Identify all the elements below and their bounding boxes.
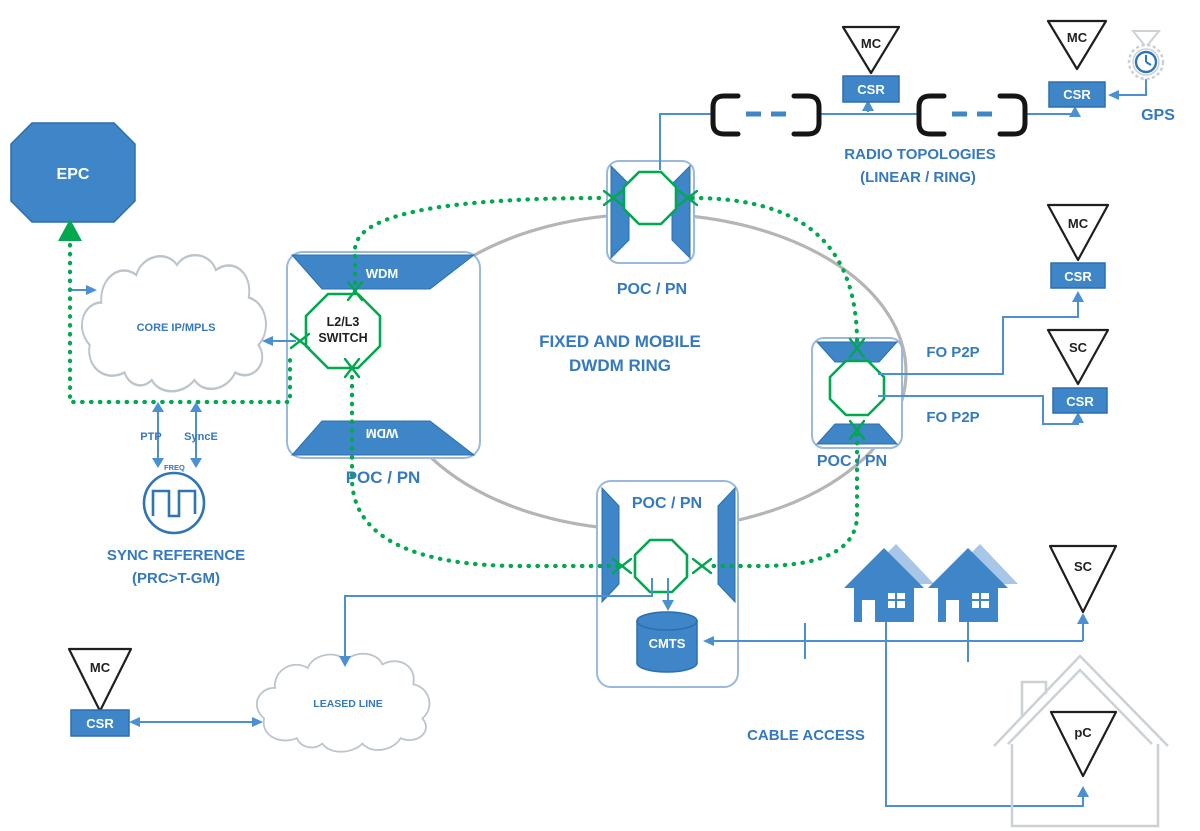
cmts-node [636,611,698,673]
epc-label: EPC [57,166,90,183]
wdm-top-shape [290,254,476,290]
fo-p2p-sc-site [1046,328,1110,414]
freq-label: FREQ [164,463,185,472]
fo-p2p-label-2: FO P2P [926,409,979,426]
green-service-path [58,195,860,569]
square-wave-icon [151,489,197,518]
poc-left-label: POC / PN [346,468,421,487]
wdm-top-label: WDM [366,266,399,281]
wdm-bottom-label: WDM [366,426,399,441]
radio-csr1-label: CSR [857,82,885,97]
core-cloud-label: CORE IP/MPLS [137,322,216,334]
green-connector-arrows [289,189,866,575]
ptp-label: PTP [140,431,161,443]
roadm-octagon-top [622,170,678,226]
cable-sc-label: SC [1074,559,1093,574]
switch-label-2: SWITCH [318,331,367,345]
radio-mc2-label: MC [1067,30,1088,45]
radio-mc1-label: MC [861,36,882,51]
fo-p2p-mc-site [1046,203,1110,289]
radio-title-2: (LINEAR / RING) [860,169,976,186]
sync-reference-clock [142,471,206,535]
leased-cloud-label: LEASED LINE [313,698,382,710]
ring-label-2: DWDM RING [569,356,671,375]
cmts-label: CMTS [649,636,686,651]
cable-access-label: CABLE ACCESS [747,727,865,744]
radio-hop-symbols [710,93,1028,137]
roadm-octagon-right [828,359,886,417]
gps-receiver [1127,30,1165,81]
house-1 [844,544,934,622]
wdm-bottom-shape [290,420,476,456]
roadm-octagon-bottom [633,538,689,594]
house-2 [928,544,1018,622]
radio-site-2 [1046,19,1108,108]
switch-label-1: L2/L3 [327,315,360,329]
radio-site-1 [841,25,901,103]
leased-mc-label: MC [90,660,111,675]
cable-pc-label: pC [1074,725,1092,740]
gps-label: GPS [1141,107,1175,124]
fo-csr-mc-label: CSR [1064,269,1092,284]
leased-csr-label: CSR [86,716,114,731]
home-outline [993,654,1169,828]
blue-links [72,79,1147,807]
synce-label: SyncE [184,431,218,443]
fo-mc-label: MC [1068,216,1089,231]
sync-title-1: SYNC REFERENCE [107,547,245,564]
poc-top-label: POC / PN [617,281,687,298]
epc-node [10,122,136,223]
poc-bottom-label: POC / PN [632,495,702,512]
ring-label-1: FIXED AND MOBILE [539,332,701,351]
l2-l3-switch-octagon [304,292,382,370]
fo-sc-label: SC [1069,340,1088,355]
leased-line-site [67,647,133,737]
poc-right-label: POC / PN [817,453,887,470]
radio-title-1: RADIO TOPOLOGIES [844,146,995,163]
fo-csr-sc-label: CSR [1066,394,1094,409]
sc-antenna [1048,544,1118,614]
radio-csr2-label: CSR [1063,87,1091,102]
fo-p2p-label-1: FO P2P [926,344,979,361]
sync-title-2: (PRC>T-GM) [132,570,220,587]
pc-antenna [1049,710,1118,778]
